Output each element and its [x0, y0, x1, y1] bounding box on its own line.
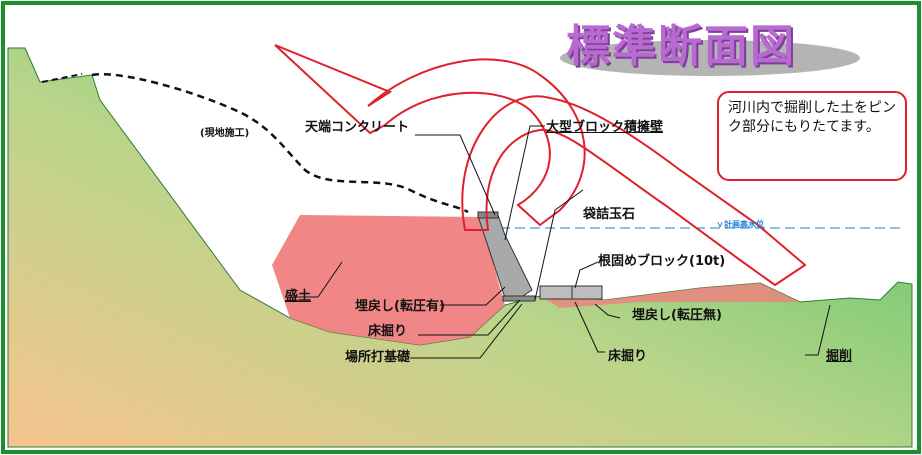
leader-lines — [285, 125, 831, 359]
pink-fill-right — [540, 283, 800, 308]
leader-negatame — [574, 261, 599, 289]
label-excavation: 掘削 — [826, 349, 853, 364]
leader-toko1 — [418, 299, 521, 336]
label-cast-in-place-foundation: 場所打基礎 — [345, 350, 411, 365]
foot-protection-block-2 — [571, 285, 603, 300]
leader-tenba — [415, 134, 496, 216]
foot-protection-block-1 — [539, 285, 573, 300]
label-large-block-wall: 大型ブロック積擁壁 — [546, 120, 664, 135]
left-step-dashed-line — [41, 73, 83, 83]
page-title: 標準断面図 — [566, 21, 796, 72]
original-ground-dashed-line — [91, 73, 469, 214]
leader-morido — [285, 261, 343, 298]
cast-in-place-foundation — [502, 295, 536, 302]
label-crest-concrete: 天端コンクリート — [305, 120, 410, 135]
label-backfill-compacted: 埋戻し(転圧有) — [355, 299, 445, 314]
leader-toko2 — [574, 301, 605, 353]
callout-box: 河川内で掘削した土をピンク部分にもりたてます。 — [717, 91, 907, 181]
label-embankment: 盛土 — [285, 289, 312, 304]
leader-kussaku — [805, 304, 831, 356]
label-bagged-stones: 袋詰玉石 — [583, 207, 636, 222]
leader-oogata — [504, 125, 545, 241]
leader-basho — [410, 303, 523, 359]
label-onsite-work: (現地施工) — [200, 128, 250, 139]
red-outline-arrow — [274, 44, 586, 227]
red-loop-arrow — [461, 95, 807, 287]
label-foot-protection-block: 根固めブロック(10t) — [598, 254, 726, 269]
leader-futaitama — [534, 189, 584, 301]
crest-concrete — [477, 211, 499, 219]
pink-fill-area — [272, 215, 505, 345]
callout-text: 河川内で掘削した土をピンク部分にもりたてます。 — [728, 100, 896, 135]
label-high-water-level: ｖ計画高水位 — [716, 220, 764, 229]
label-excavation-bed-2: 床掘り — [608, 349, 648, 364]
label-excavation-bed-1: 床掘り — [368, 324, 408, 339]
label-backfill-uncompacted: 埋戻し(転圧無) — [632, 308, 722, 323]
leader-ume2 — [594, 303, 621, 319]
leader-ume1 — [440, 286, 506, 306]
